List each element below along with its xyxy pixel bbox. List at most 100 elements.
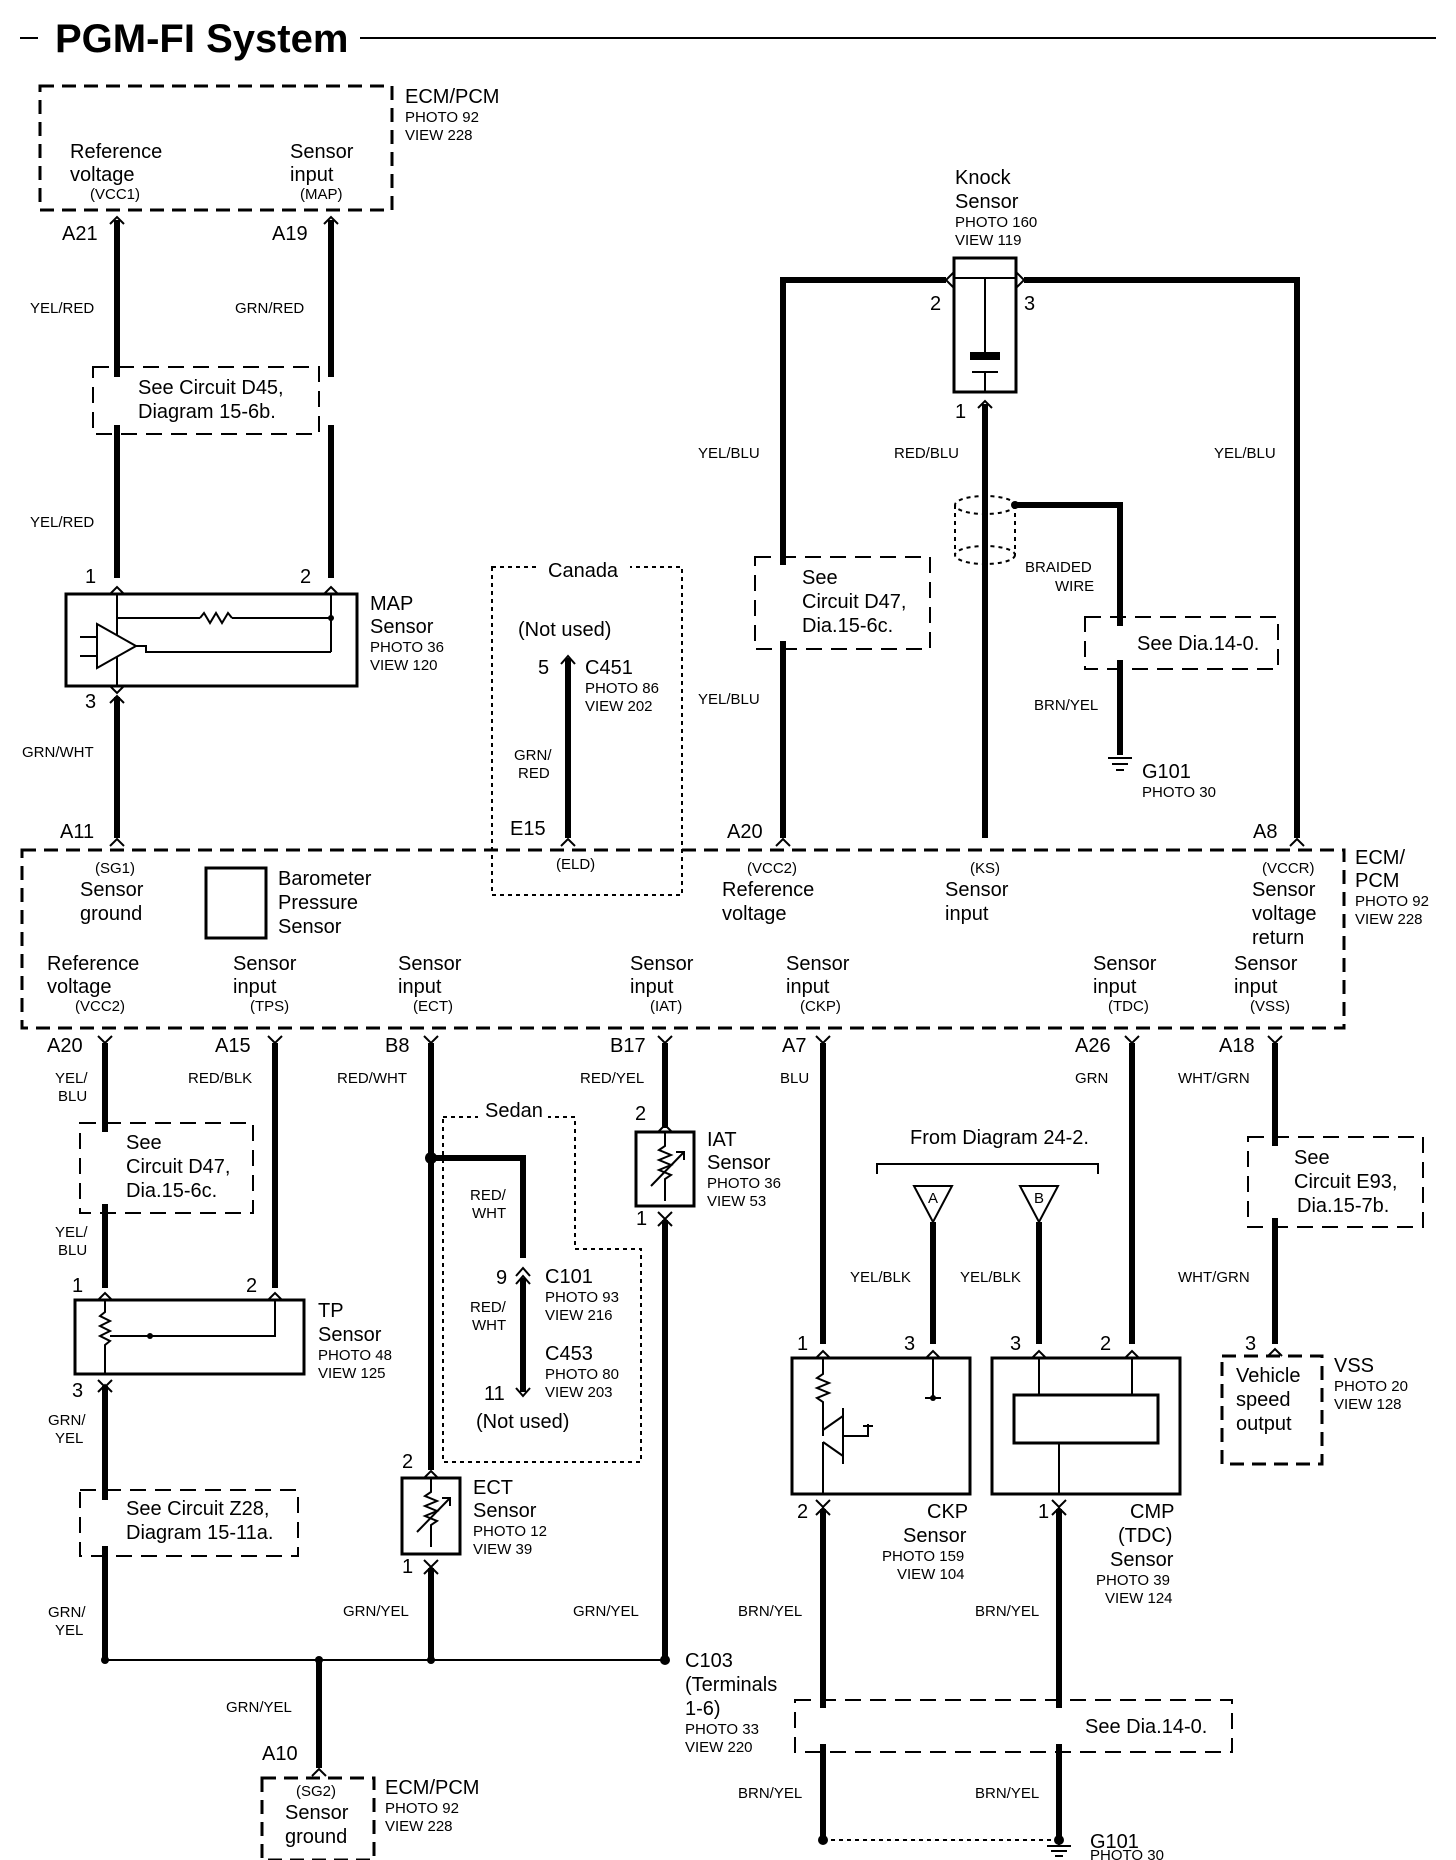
svg-text:G101: G101 <box>1142 761 1191 783</box>
svg-text:BRN/YEL: BRN/YEL <box>975 1785 1039 1802</box>
svg-text:GRN/YEL: GRN/YEL <box>226 1699 292 1716</box>
svg-text:input: input <box>233 976 277 998</box>
sedan-connectors: Sedan RED/ WHT 9 C101 PHOTO 93 VIEW 216 … <box>431 1100 642 1463</box>
svg-text:Reference: Reference <box>722 879 814 901</box>
svg-text:Circuit E93,: Circuit E93, <box>1294 1171 1397 1193</box>
svg-text:B17: B17 <box>610 1035 646 1057</box>
svg-text:RED: RED <box>518 765 550 782</box>
svg-text:Dia.15-6c.: Dia.15-6c. <box>126 1180 217 1202</box>
svg-text:YEL/RED: YEL/RED <box>30 300 94 317</box>
svg-text:VSS: VSS <box>1334 1355 1374 1377</box>
svg-text:1: 1 <box>402 1556 413 1578</box>
svg-text:BLU: BLU <box>58 1242 87 1259</box>
note-see-dia14-bottom: See Dia.14-0. <box>794 1699 1233 1753</box>
svg-text:Sensor: Sensor <box>398 953 462 975</box>
svg-text:IAT: IAT <box>707 1129 737 1151</box>
svg-text:1: 1 <box>955 401 966 423</box>
knock-sensor <box>944 256 1026 409</box>
svg-text:voltage: voltage <box>1252 903 1317 925</box>
svg-text:A: A <box>928 1190 938 1207</box>
svg-text:3: 3 <box>1245 1333 1256 1355</box>
svg-text:Sensor: Sensor <box>285 1802 349 1824</box>
svg-text:BRN/YEL: BRN/YEL <box>738 1785 802 1802</box>
svg-text:PHOTO 92: PHOTO 92 <box>385 1800 459 1817</box>
svg-text:PHOTO 33: PHOTO 33 <box>685 1721 759 1738</box>
svg-text:YEL/: YEL/ <box>55 1224 88 1241</box>
svg-text:See: See <box>126 1132 162 1154</box>
svg-text:Sensor: Sensor <box>630 953 694 975</box>
svg-text:A7: A7 <box>782 1035 806 1057</box>
svg-text:VIEW 120: VIEW 120 <box>370 657 438 674</box>
svg-text:input: input <box>290 164 334 186</box>
ground-symbol-g101-top <box>1108 757 1132 771</box>
svg-text:(ECT): (ECT) <box>413 998 453 1015</box>
map-sensor: 1 2 3 <box>64 566 359 713</box>
svg-text:Sensor: Sensor <box>955 191 1019 213</box>
svg-text:Sensor: Sensor <box>1234 953 1298 975</box>
svg-text:Sensor: Sensor <box>1252 879 1316 901</box>
svg-text:PHOTO 80: PHOTO 80 <box>545 1366 619 1383</box>
svg-text:VIEW 202: VIEW 202 <box>585 698 653 715</box>
svg-text:PHOTO 36: PHOTO 36 <box>707 1175 781 1192</box>
svg-text:GRN: GRN <box>1075 1070 1108 1087</box>
svg-text:GRN/RED: GRN/RED <box>235 300 304 317</box>
svg-text:2: 2 <box>246 1275 257 1297</box>
note-see-e93: See Circuit E93, Dia.15-7b. <box>1247 1136 1424 1228</box>
svg-text:YEL: YEL <box>55 1430 83 1447</box>
svg-text:(Not used): (Not used) <box>518 619 611 641</box>
svg-text:speed: speed <box>1236 1389 1291 1411</box>
ecm-bottom-box: (SG2) Sensor ground <box>260 1776 376 1860</box>
svg-text:See Dia.14-0.: See Dia.14-0. <box>1137 633 1259 655</box>
svg-text:Sensor: Sensor <box>707 1152 771 1174</box>
svg-text:See Circuit Z28,: See Circuit Z28, <box>126 1498 269 1520</box>
svg-text:PHOTO 93: PHOTO 93 <box>545 1289 619 1306</box>
svg-text:PHOTO 12: PHOTO 12 <box>473 1523 547 1540</box>
svg-text:BRN/YEL: BRN/YEL <box>738 1603 802 1620</box>
svg-text:5: 5 <box>538 657 549 679</box>
svg-text:2: 2 <box>1100 1333 1111 1355</box>
svg-text:YEL/RED: YEL/RED <box>30 514 94 531</box>
svg-text:BRAIDED: BRAIDED <box>1025 559 1092 576</box>
wire-yel-blu-right <box>1024 277 1300 838</box>
svg-text:CMP: CMP <box>1130 1501 1174 1523</box>
svg-text:RED/WHT: RED/WHT <box>337 1070 407 1087</box>
svg-text:GRN/: GRN/ <box>48 1604 86 1621</box>
svg-text:Reference: Reference <box>47 953 139 975</box>
svg-text:YEL/BLU: YEL/BLU <box>698 445 760 462</box>
svg-text:(Terminals: (Terminals <box>685 1674 777 1696</box>
svg-text:G101: G101 <box>1090 1831 1139 1853</box>
svg-text:9: 9 <box>496 1267 507 1289</box>
svg-text:C451: C451 <box>585 657 633 679</box>
svg-text:(TPS): (TPS) <box>250 998 289 1015</box>
svg-text:(SG1): (SG1) <box>95 860 135 877</box>
svg-text:Reference: Reference <box>70 141 162 163</box>
svg-text:Circuit D47,: Circuit D47, <box>126 1156 230 1178</box>
ecm-main-box: (SG1) Sensor ground Barometer Pressure S… <box>20 848 1346 1030</box>
svg-text:RED/BLK: RED/BLK <box>188 1070 252 1087</box>
svg-text:output: output <box>1236 1413 1292 1435</box>
svg-text:(VCC2): (VCC2) <box>747 860 797 877</box>
svg-text:1: 1 <box>797 1333 808 1355</box>
svg-text:YEL/: YEL/ <box>55 1070 88 1087</box>
svg-text:A18: A18 <box>1219 1035 1255 1057</box>
svg-text:PHOTO 92: PHOTO 92 <box>1355 893 1429 910</box>
svg-text:(VSS): (VSS) <box>1250 998 1290 1015</box>
diagram-title: PGM-FI System <box>55 17 348 61</box>
svg-text:1: 1 <box>636 1208 647 1230</box>
svg-text:Diagram 15-11a.: Diagram 15-11a. <box>126 1522 273 1544</box>
svg-text:YEL/BLK: YEL/BLK <box>960 1269 1021 1286</box>
svg-text:VIEW 203: VIEW 203 <box>545 1384 613 1401</box>
svg-text:Sensor: Sensor <box>290 141 354 163</box>
svg-text:BLU: BLU <box>58 1088 87 1105</box>
ecm-top-box: Reference voltage (VCC1) Sensor input (M… <box>38 84 394 212</box>
vss-sensor: 3 Vehicle speed output <box>1220 1333 1324 1466</box>
svg-text:WHT/GRN: WHT/GRN <box>1178 1269 1250 1286</box>
svg-text:Sensor: Sensor <box>786 953 850 975</box>
svg-text:VIEW 119: VIEW 119 <box>955 232 1021 249</box>
svg-text:YEL: YEL <box>55 1622 83 1639</box>
svg-text:GRN/: GRN/ <box>514 747 552 764</box>
svg-text:(VCC1): (VCC1) <box>90 186 140 203</box>
svg-text:(TDC): (TDC) <box>1118 1525 1172 1547</box>
svg-text:PHOTO 160: PHOTO 160 <box>955 214 1037 231</box>
from-diagram-label: From Diagram 24-2. <box>910 1127 1089 1149</box>
